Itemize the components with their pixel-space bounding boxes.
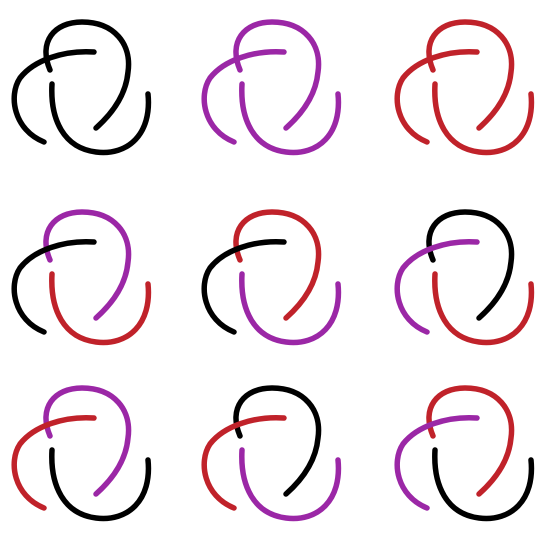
trefoil-knot-r1c2: [204, 22, 338, 152]
trefoil-knot-r3c2: [204, 388, 338, 518]
trefoil-knot-r2c2: [204, 212, 338, 342]
knot-r3c1-top-arc: [46, 388, 129, 494]
knot-r3c1-right-arc: [52, 450, 149, 518]
knot-r2c3-right-arc: [435, 274, 532, 342]
knot-r1c3-right-arc: [435, 84, 532, 152]
trefoil-knot-r3c3: [397, 388, 531, 518]
knot-r2c2-top-arc: [236, 212, 319, 318]
knot-r1c1-right-arc: [52, 84, 149, 152]
knot-r3c2-right-arc: [242, 450, 339, 518]
knot-r2c2-right-arc: [242, 274, 339, 342]
knot-r3c3-top-arc: [429, 388, 512, 494]
trefoil-knot-r1c3: [397, 22, 531, 152]
knot-r1c2-top-arc: [236, 22, 319, 128]
knot-r3c2-top-arc: [236, 388, 319, 494]
knot-r2c3-top-arc: [429, 212, 512, 318]
trefoil-knot-r2c3: [397, 212, 531, 342]
trefoil-knot-r3c1: [14, 388, 148, 518]
knot-r1c2-right-arc: [242, 84, 339, 152]
knot-r2c1-top-arc: [46, 212, 129, 318]
knot-r1c3-top-arc: [429, 22, 512, 128]
knot-r1c1-top-arc: [46, 22, 129, 128]
trefoil-knot-r2c1: [14, 212, 148, 342]
trefoil-knot-r1c1: [14, 22, 148, 152]
knot-r2c1-right-arc: [52, 274, 149, 342]
knot-r3c3-right-arc: [435, 450, 532, 518]
